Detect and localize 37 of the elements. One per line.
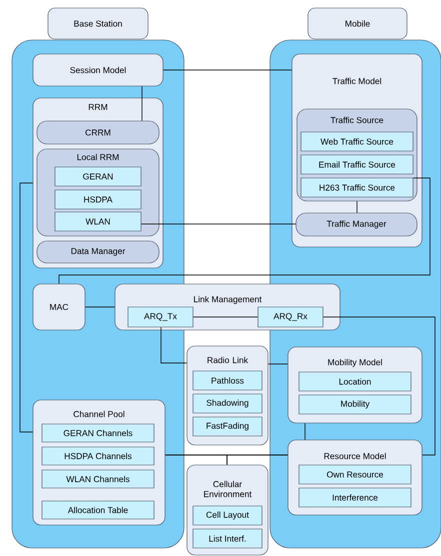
- module-box: Session Model: [32, 54, 164, 86]
- component-box: Own Resource: [298, 464, 412, 484]
- component-box: ARQ_Tx: [128, 306, 194, 328]
- submodule-box: CRRM: [36, 120, 160, 144]
- module-box: MAC: [32, 284, 86, 330]
- submodule-box: Traffic Manager: [296, 212, 418, 236]
- component-box: Allocation Table: [42, 500, 154, 520]
- component-box: Cell Layout: [192, 506, 262, 526]
- connector: [226, 454, 288, 466]
- connector: [322, 316, 436, 456]
- header-box: Base Station: [48, 8, 148, 40]
- connector: [356, 200, 358, 214]
- component-box: GERAN: [54, 166, 142, 186]
- component-box: Location: [298, 372, 412, 392]
- connector: [192, 316, 258, 318]
- connector: [160, 326, 188, 364]
- component-box: HSDPA: [54, 190, 142, 210]
- component-box: ARQ_Rx: [258, 306, 324, 328]
- connector: [84, 306, 116, 308]
- component-box: Mobility: [298, 394, 412, 414]
- connector: [20, 182, 34, 432]
- connector: [304, 422, 306, 440]
- component-box: Shadowing: [192, 394, 262, 414]
- connector: [58, 178, 430, 284]
- component-box: Interference: [298, 488, 412, 508]
- component-box: Pathloss: [192, 370, 262, 390]
- component-box: FastFading: [192, 416, 262, 436]
- component-box: H263 Traffic Source: [300, 178, 414, 198]
- component-box: WLAN: [54, 212, 142, 232]
- component-box: HSDPA Channels: [42, 446, 154, 466]
- component-box: Email Traffic Source: [300, 154, 414, 174]
- component-box: GERAN Channels: [42, 424, 154, 442]
- component-box: List Interf.: [192, 528, 262, 548]
- submodule-box: Data Manager: [36, 240, 160, 264]
- component-box: Web Traffic Source: [300, 132, 414, 152]
- header-box: Mobile: [308, 8, 408, 40]
- component-box: WLAN Channels: [42, 470, 154, 488]
